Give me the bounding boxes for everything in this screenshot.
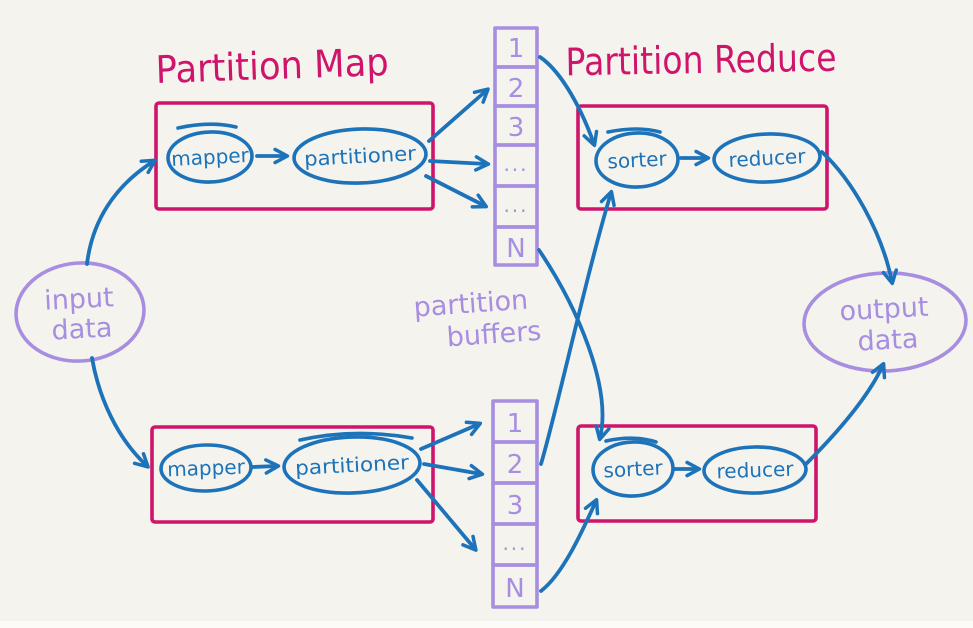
buffer-bottom-cell-1-label: 1 (507, 409, 524, 439)
buffer-bottom-cell-2-label: 2 (507, 450, 524, 480)
arrow-partitioner-bottom-to-buffer-cell5 (415, 478, 478, 552)
partitioner-bottom-ellipse (282, 435, 422, 495)
sorter-top-label: sorter (607, 146, 668, 173)
map-worker-bottom-box (150, 425, 435, 524)
arrow-partitioner-top-to-buffer-cell5 (424, 174, 489, 209)
reducer-top-ellipse (712, 132, 822, 184)
arrow-buffer-bottom-cellN-to-sorter-bottom (539, 497, 600, 593)
sorter-bottom-ellipse (591, 440, 675, 498)
sorter-top-ellipse (594, 131, 680, 189)
reduce-worker-bottom: sorter reducer (576, 424, 818, 523)
buffer-top-cell-4-label: ... (503, 152, 528, 176)
buffer-top-cell-1-label: 1 (508, 34, 525, 64)
arrow-input-to-mapper-top (85, 158, 157, 266)
output-data-label-line1: output (839, 292, 930, 328)
mapper-top-ellipse (166, 130, 254, 184)
buffer-top-cell-2-label: 2 (508, 74, 525, 104)
partition-buffer-bottom: 1 2 3 ... N (491, 399, 539, 609)
arrow-input-to-mapper-bottom (90, 356, 150, 469)
partition-buffers-label: partition buffers (413, 285, 543, 354)
reducer-top-label: reducer (728, 144, 807, 172)
paper-bottom-edge (0, 621, 973, 628)
buffer-bottom-cell-3-label: 3 (507, 491, 524, 521)
partition-buffer-top: 1 2 3 ... ... N (493, 26, 539, 267)
arrow-buffer-top-cellN-to-sorter-bottom (537, 248, 611, 442)
input-data-label-line2: data (51, 312, 113, 346)
arrow-reducer-top-to-output (820, 150, 899, 286)
output-data-node: output data (802, 271, 968, 373)
buffer-bottom-cell-5 (491, 563, 539, 609)
arrow-buffer-bottom-cell2-to-sorter-top (539, 189, 616, 466)
mapper-top-label: mapper (171, 143, 251, 171)
output-data-label-line2: data (857, 323, 919, 357)
sorter-bottom-label: sorter (603, 455, 664, 482)
arrow-partitioner-bottom-to-buffer-cell1 (419, 420, 483, 451)
title-partition-reduce: Partition Reduce (565, 36, 837, 85)
title-partition-map: Partition Map (155, 40, 389, 92)
arrow-partitioner-bottom-to-buffer-cell2 (422, 462, 485, 481)
partitioner-top-ellipse (292, 127, 428, 185)
reduce-worker-top: sorter reducer (576, 104, 829, 211)
input-data-label-line1: input (43, 282, 114, 317)
map-worker-top-box (154, 101, 435, 211)
arrow-mapper-to-partitioner-bottom (251, 458, 281, 475)
buffer-top-cell-6-label: N (506, 234, 525, 264)
reducer-bottom-ellipse (702, 445, 808, 495)
arrow-partitioner-top-to-buffer-cell2 (427, 87, 490, 143)
map-worker-top: mapper partitioner (154, 101, 435, 211)
partition-buffers-label-line2: buffers (446, 316, 543, 354)
mapper-bottom-label: mapper (167, 455, 246, 482)
sorter-top-overdraw (606, 127, 662, 134)
reduce-worker-bottom-box (576, 424, 818, 523)
map-worker-bottom: mapper partitioner (150, 425, 435, 524)
buffer-bottom-cell-4-label: ... (502, 531, 527, 555)
arrow-reducer-bottom-to-output (804, 361, 887, 466)
mapper-bottom-ellipse (159, 443, 253, 493)
reducer-bottom-label: reducer (716, 457, 795, 484)
mapper-top-overdraw (176, 122, 238, 130)
arrow-buffer-top-cell2-to-sorter-top (538, 55, 599, 148)
buffer-bottom-cell-5-label: N (505, 574, 524, 604)
arrow-partitioner-top-to-buffer-cell4 (428, 155, 491, 172)
partitioner-bottom-overdraw (298, 431, 414, 442)
buffer-top-cell-6 (493, 225, 539, 267)
buffer-top-cell-5-label: ... (503, 193, 528, 217)
partitioner-bottom-label: partitioner (294, 450, 410, 480)
partitioner-top-label: partitioner (303, 141, 417, 171)
buffer-top-cell-3-label: 3 (508, 113, 525, 143)
input-data-node: input data (14, 261, 146, 363)
input-data-blob (14, 261, 146, 363)
